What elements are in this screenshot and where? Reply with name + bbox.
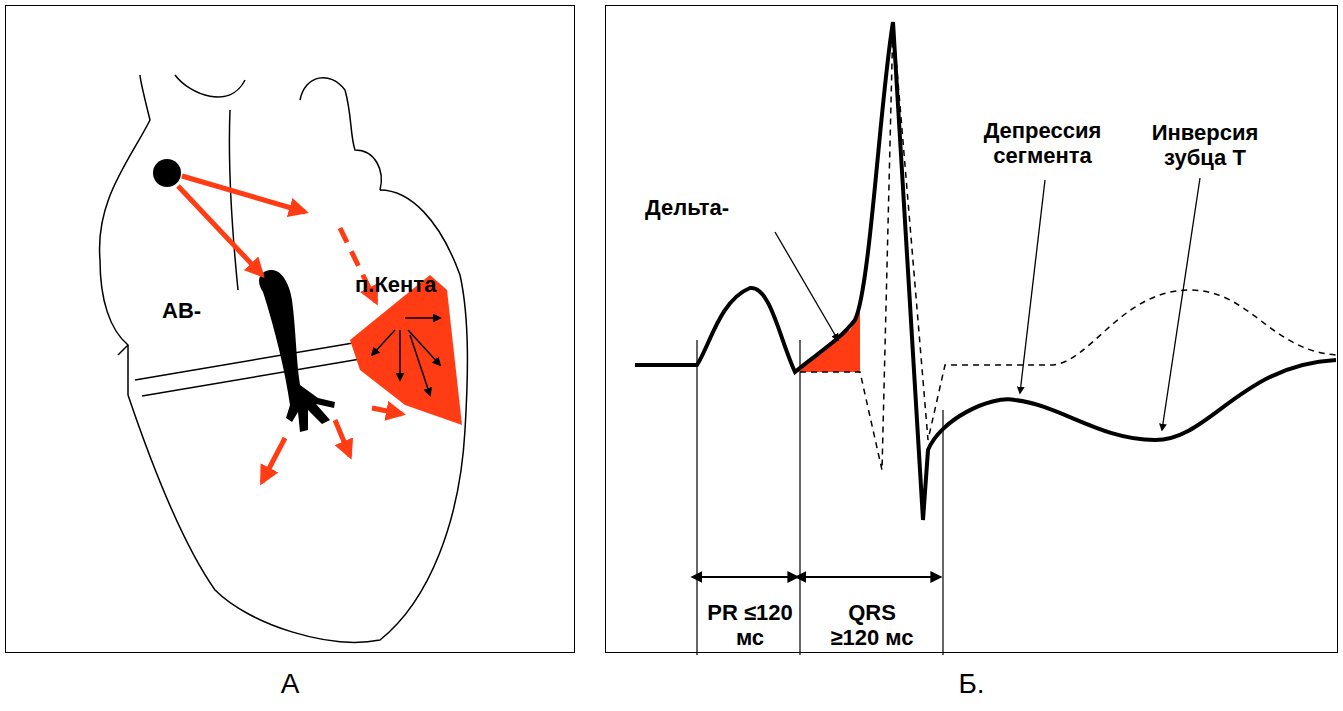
kent-region <box>350 275 462 425</box>
panel-b: Б. <box>605 5 1338 653</box>
panel-caption: А <box>6 668 574 700</box>
spread-arrows <box>372 318 440 395</box>
panel-a: А <box>5 5 575 653</box>
av-label: AB- <box>162 298 222 323</box>
normal-ecg <box>800 22 1336 470</box>
t-label: Инверсия зубца Т <box>1130 120 1280 171</box>
av-node <box>259 270 335 432</box>
qrs-label: QRS ≥120 мс <box>822 600 922 651</box>
st-label: Депрессия сегмента <box>975 118 1110 169</box>
interval-lines <box>697 340 943 655</box>
delta-label: Дельта- <box>645 195 755 220</box>
leader-lines <box>700 178 1200 577</box>
delta-wave <box>796 298 860 372</box>
wpw-ecg <box>635 22 1336 520</box>
panel-caption: Б. <box>606 668 1337 700</box>
kent-label: п.Кента <box>355 272 465 297</box>
sa-node <box>153 159 181 187</box>
conduction-arrows <box>178 176 402 482</box>
heart-outline <box>100 75 468 642</box>
pr-label: PR ≤120 мс <box>703 600 797 651</box>
